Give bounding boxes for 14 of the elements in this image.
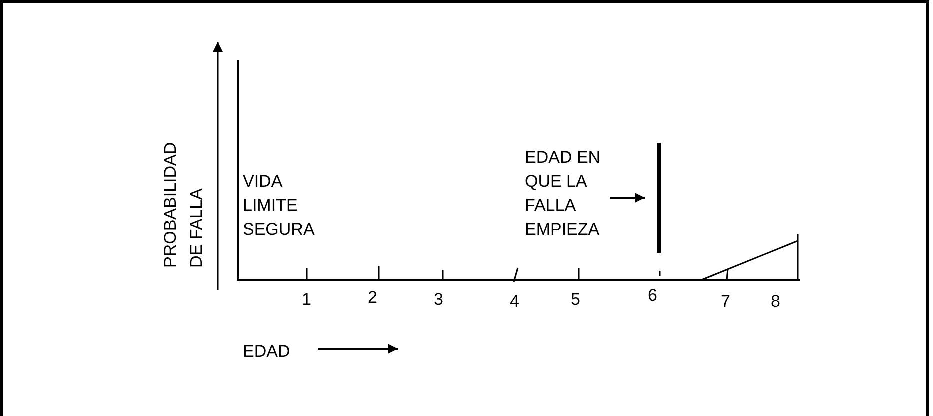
tick-label: 4 [510, 291, 520, 313]
tick-label: 2 [368, 287, 378, 309]
annotation-text: VIDA LIMITE SEGURA [243, 171, 316, 241]
tick-label: 6 [648, 285, 658, 307]
arrow [610, 193, 645, 203]
tick-label: 3 [434, 289, 444, 311]
tick-label: 1 [302, 289, 312, 311]
tick-label: 7 [721, 291, 730, 313]
tick-label: 5 [571, 289, 580, 311]
axis-label: PROBABILIDAD DE FALLA [160, 141, 207, 268]
annotation-text: EDAD EN QUE LA FALLA EMPIEZA [525, 147, 602, 241]
vertical-bar [657, 143, 661, 253]
tick-label: 8 [771, 291, 780, 313]
axis-label: EDAD [243, 341, 290, 363]
